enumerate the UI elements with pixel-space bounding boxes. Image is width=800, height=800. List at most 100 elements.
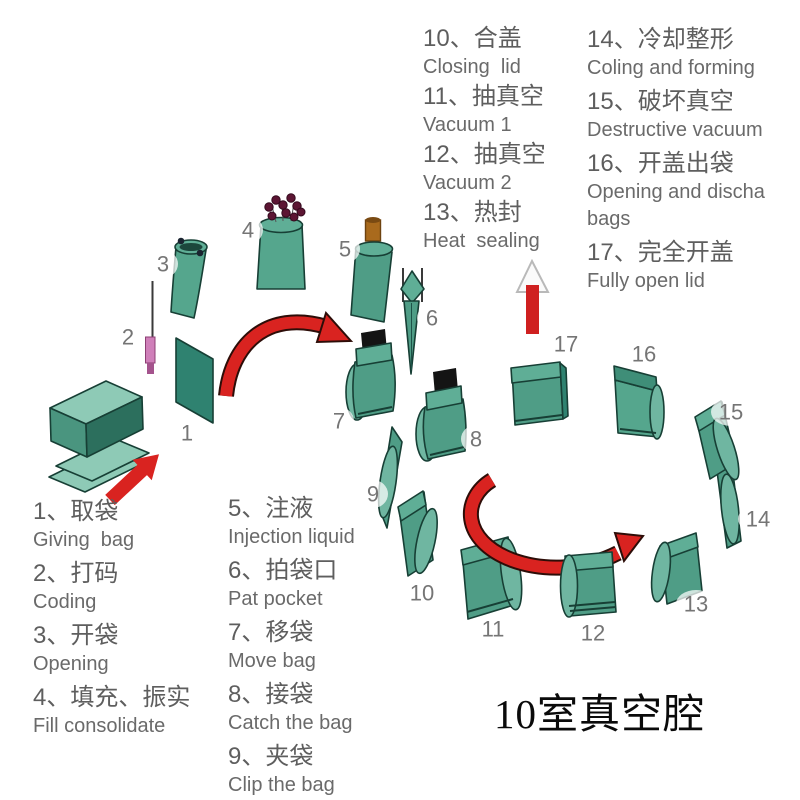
step-16-cn: 16、开盖出袋: [587, 150, 734, 177]
stack-box-side: [85, 396, 144, 458]
step-1-cn: 1、取袋: [33, 498, 119, 525]
step-16: 16、开盖出袋 Opening and discha bags: [587, 149, 799, 233]
station-label-8: 8: [461, 425, 491, 453]
step-14-cn: 14、冷却整形: [587, 26, 734, 53]
station7-clipped-bag: [345, 329, 396, 421]
step-13-cn: 13、热封: [423, 199, 522, 226]
station-label-9: 9: [358, 480, 388, 508]
svg-text:17: 17: [554, 332, 578, 357]
svg-text:3: 3: [157, 252, 169, 277]
step-7-en: Move bag: [228, 650, 316, 672]
svg-text:2: 2: [122, 325, 134, 350]
step-7: 7、移袋 Move bag: [228, 618, 403, 675]
step-3-en: Opening: [33, 653, 109, 675]
step-2-en: Coding: [33, 591, 97, 613]
rotation-arrow-icon: [462, 473, 645, 576]
step-6-en: Pat pocket: [228, 588, 323, 610]
step-15: 15、破坏真空 Destructive vacuum: [587, 87, 799, 144]
station-label-14: 14: [738, 505, 778, 533]
step-5-en: Injection liquid: [228, 526, 355, 548]
step-10-cn: 10、合盖: [423, 25, 522, 52]
step-17: 17、完全开盖 Fully open lid: [587, 238, 799, 295]
station-label-10: 10: [402, 579, 442, 607]
lift-arrow-icon: [515, 258, 550, 334]
station-label-3: 3: [148, 250, 178, 278]
station-label-1: 1: [172, 419, 202, 447]
svg-text:11: 11: [482, 617, 505, 642]
step-10: 10、合盖 Closing lid: [423, 24, 583, 81]
step-8: 8、接袋 Catch the bag: [228, 680, 403, 737]
bag-stack-icon: [48, 380, 150, 493]
svg-text:15: 15: [719, 400, 743, 425]
station-label-12: 12: [573, 619, 613, 647]
steps-list-top-middle: 10、合盖 Closing lid 11、抽真空 Vacuum 1 12、抽真空…: [423, 24, 583, 256]
station-label-17: 17: [546, 330, 586, 358]
station-label-6: 6: [417, 304, 447, 332]
step-17-en: Fully open lid: [587, 270, 705, 292]
step-5-cn: 5、注液: [228, 495, 314, 522]
step-17-cn: 17、完全开盖: [587, 239, 734, 266]
injection-nozzle-icon: [364, 219, 382, 242]
transfer-arrow-icon: [218, 311, 354, 398]
station-label-15: 15: [711, 398, 751, 426]
coder-head-pink-dark: [147, 363, 154, 374]
svg-text:4: 4: [242, 218, 254, 243]
vacuum-chamber-caption: 10室真空腔: [494, 691, 705, 737]
station12-bag: [559, 551, 617, 618]
step-14-en: Coling and forming: [587, 57, 755, 79]
feed-arrow-icon: [105, 454, 160, 506]
step-6-cn: 6、拍袋口: [228, 557, 338, 584]
svg-text:5: 5: [339, 237, 351, 262]
station4-filled-bag: [256, 193, 306, 290]
step-6: 6、拍袋口 Pat pocket: [228, 556, 403, 613]
station8-clipped-bag: [415, 368, 467, 462]
steps-list-bottom-left: 1、取袋 Giving bag 2、打码 Coding 3、开袋 Opening…: [33, 497, 223, 745]
step-3-cn: 3、开袋: [33, 622, 119, 649]
step-3: 3、开袋 Opening: [33, 621, 223, 678]
step-15-cn: 15、破坏真空: [587, 88, 734, 115]
station-label-4: 4: [233, 216, 263, 244]
step-4-en: Fill consolidate: [33, 715, 166, 737]
step-2-cn: 2、打码: [33, 560, 119, 587]
svg-text:1: 1: [181, 421, 193, 446]
step-13: 13、热封 Heat sealing: [423, 198, 583, 255]
step-13-en: Heat sealing: [423, 230, 540, 252]
station13-bag: [650, 532, 703, 605]
steps-list-bottom-middle: 5、注液 Injection liquid 6、拍袋口 Pat pocket 7…: [228, 494, 403, 800]
station10-bag: [397, 490, 438, 577]
step-4: 4、填充、振实 Fill consolidate: [33, 683, 223, 740]
step-2: 2、打码 Coding: [33, 559, 223, 616]
station5-injection-bag: [350, 217, 394, 323]
station17-bag: [510, 361, 569, 426]
step-9: 9、夹袋 Clip the bag: [228, 742, 403, 799]
station1-flat-bag: [175, 337, 214, 424]
step-8-en: Catch the bag: [228, 712, 353, 734]
step-11-cn: 11、抽真空: [423, 83, 544, 110]
svg-text:7: 7: [333, 409, 345, 434]
svg-text:8: 8: [470, 427, 482, 452]
step-10-en: Closing lid: [423, 56, 521, 78]
step-4-cn: 4、填充、振实: [33, 684, 191, 711]
steps-list-top-right: 14、冷却整形 Coling and forming 15、破坏真空 Destr…: [587, 25, 799, 300]
step-15-en: Destructive vacuum: [587, 119, 763, 141]
svg-text:12: 12: [581, 621, 605, 646]
step-12: 12、抽真空 Vacuum 2: [423, 140, 583, 197]
step-14: 14、冷却整形 Coling and forming: [587, 25, 799, 82]
station-label-2: 2: [113, 323, 143, 351]
station6-pat-device: [400, 268, 425, 375]
step-11: 11、抽真空 Vacuum 1: [423, 82, 583, 139]
station-label-7: 7: [324, 407, 354, 435]
product-berries: [264, 193, 306, 223]
step-5: 5、注液 Injection liquid: [228, 494, 403, 551]
svg-text:9: 9: [367, 482, 379, 507]
coder-head-pink: [145, 336, 156, 364]
station16-bag: [613, 365, 665, 440]
svg-text:6: 6: [426, 306, 438, 331]
station3-open-bag: [170, 237, 208, 319]
step-9-cn: 9、夹袋: [228, 743, 314, 770]
station-label-5: 5: [330, 235, 360, 263]
station-label-13: 13: [676, 590, 716, 618]
step-1: 1、取袋 Giving bag: [33, 497, 223, 554]
step-8-cn: 8、接袋: [228, 681, 314, 708]
